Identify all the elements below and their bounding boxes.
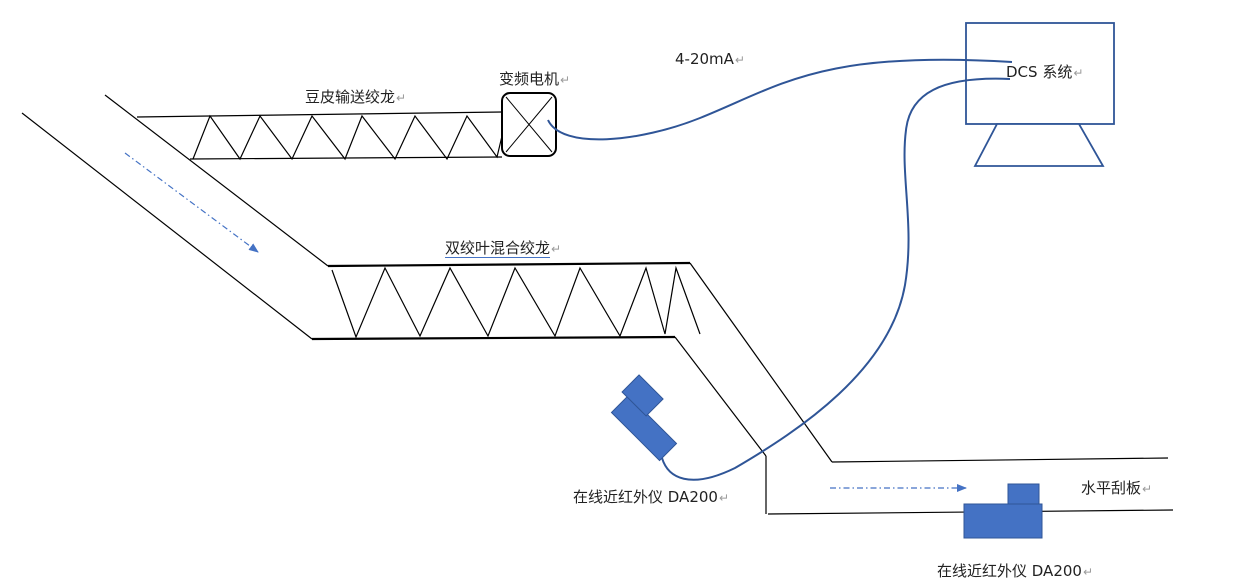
label-nir-1: 在线近红外仪 DA200↵ <box>573 488 730 506</box>
inclined-chute <box>21 94 329 340</box>
discharge-chute <box>674 262 833 514</box>
label-signal: 4-20mA↵ <box>675 50 745 68</box>
chute-flow-arrow <box>124 152 259 253</box>
label-vfd-motor: 变频电机↵ <box>499 70 571 88</box>
label-mix-auger: 双绞叶混合绞龙↵ <box>445 239 562 258</box>
label-scraper: 水平刮板↵ <box>1081 479 1153 497</box>
dcs-monitor-icon <box>965 22 1115 167</box>
vfd-motor-icon <box>501 92 557 157</box>
nir-analyzer-2-icon <box>963 483 1043 539</box>
nir-analyzer-1-icon <box>610 374 678 462</box>
mixing-auger <box>311 261 701 341</box>
label-nir-2: 在线近红外仪 DA200↵ <box>937 562 1094 580</box>
signal-cables <box>547 58 1013 481</box>
soy-hull-conveyor <box>136 111 508 161</box>
label-dcs: DCS 系统↵ <box>1006 63 1084 81</box>
label-soy-conveyor: 豆皮输送绞龙↵ <box>305 88 407 106</box>
